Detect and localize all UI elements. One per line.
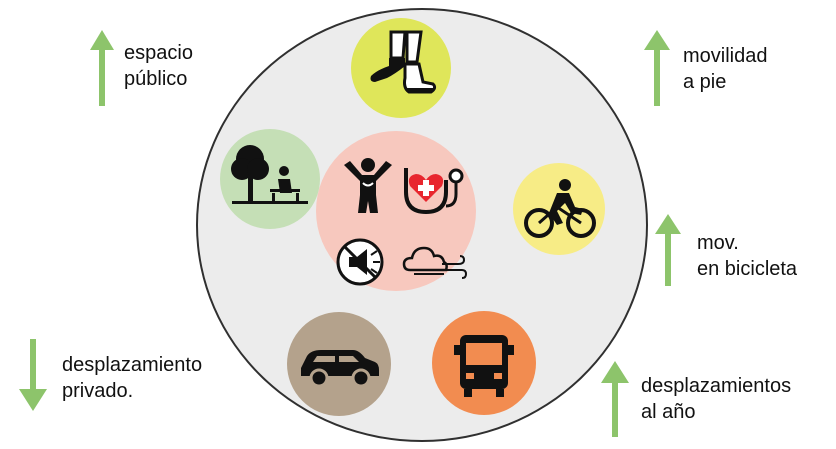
private-travel-label: desplazamiento privado. [62,352,202,404]
public-space-up-arrow [90,28,114,108]
private-travel-label-line2: privado. [62,380,134,402]
walking-label-line2: a pie [683,71,727,93]
cycling-up-arrow [655,212,681,288]
walking-up-arrow [644,28,670,108]
walking-label-line1: movilidad [683,45,768,67]
park-node [220,129,320,229]
private-travel-down-arrow [19,337,47,413]
no-noise-icon [336,238,384,286]
annual-trips-label-line1: desplazamientos [641,375,792,397]
park-bench-icon [231,145,308,204]
annual-trips-up-arrow [601,359,629,439]
car-node [287,312,391,416]
cyclist-icon [524,179,596,238]
clean-air-icon [402,246,468,279]
cycling-node [513,163,605,255]
walking-feet-icon [370,30,437,94]
annual-trips-label: desplazamientos al año [641,373,791,425]
walking-label: movilidad a pie [683,43,767,95]
car-icon [301,350,379,388]
public-space-label-line1: espacio [124,42,193,64]
happy-child-icon [344,158,392,213]
private-travel-label-line1: desplazamiento [62,354,203,376]
annual-trips-label-line2: al año [641,401,696,423]
bus-icon [454,335,514,397]
cycling-label-line1: mov. [697,232,739,254]
cycling-label-line2: en bicicleta [697,258,798,280]
bus-node [432,311,536,415]
stethoscope-heart-icon [404,168,464,215]
public-space-label: espacio público [124,40,193,92]
public-space-label-line2: público [124,68,188,90]
cycling-label: mov. en bicicleta [697,230,797,282]
walking-node [351,18,451,118]
